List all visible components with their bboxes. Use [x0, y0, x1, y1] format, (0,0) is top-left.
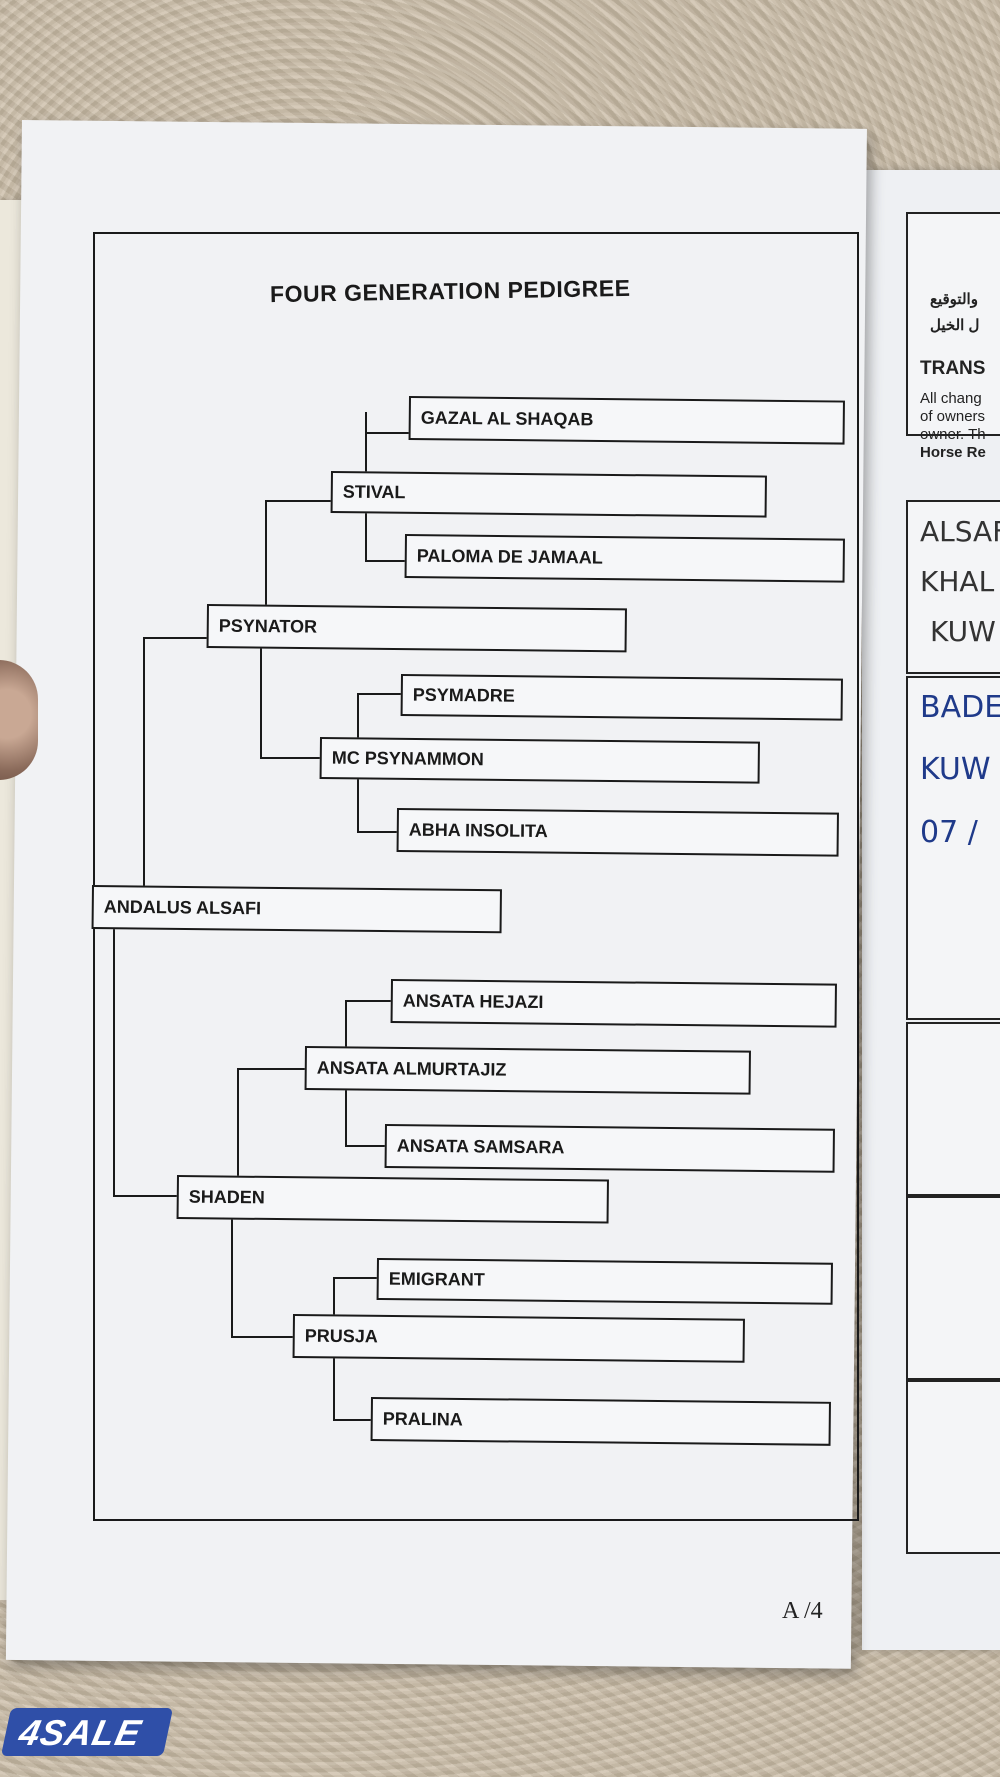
pedigree-box-sire-sire-sire: GAZAL AL SHAQAB	[408, 396, 845, 445]
pedigree-box-dam-sire-dam: ANSATA SAMSARA	[384, 1124, 835, 1173]
connector-horse-upper	[143, 637, 145, 892]
right-handwriting-5: KUW	[920, 752, 991, 787]
pedigree-box-dam: SHADEN	[176, 1175, 609, 1224]
connector-abha	[357, 831, 397, 833]
horse-name: PALOMA DE JAMAAL	[416, 545, 603, 568]
watermark-text: 4SALE	[15, 1712, 146, 1753]
pedigree-box-dam-dam-dam: PRALINA	[370, 1397, 831, 1446]
horse-name: ANDALUS ALSAFI	[103, 896, 262, 919]
right-heading: TRANS	[920, 358, 986, 379]
connector-shaden-lower	[231, 1203, 233, 1336]
pedigree-box-dam-sire-sire: ANSATA HEJAZI	[390, 979, 837, 1028]
connector-stival-lower	[365, 490, 367, 562]
connector-shaden-h	[113, 1195, 179, 1197]
pedigree-box-sire-dam-sire: PSYMADRE	[400, 674, 843, 721]
right-handwriting-4: BADE	[920, 690, 1000, 725]
connector-psymadre	[357, 693, 401, 695]
horse-name: EMIGRANT	[388, 1268, 485, 1290]
connector-emigrant	[333, 1277, 379, 1279]
pedigree-box-dam-sire: ANSATA ALMURTAJIZ	[304, 1046, 751, 1095]
pedigree-box-sire-dam: MC PSYNAMMON	[319, 737, 760, 784]
horse-name: SHADEN	[188, 1186, 265, 1208]
right-line2: of owners	[920, 408, 986, 425]
right-owner-box-3	[906, 1022, 1000, 1196]
connector-gazal	[365, 432, 411, 434]
pedigree-box-dam-dam-sire: EMIGRANT	[376, 1258, 833, 1305]
right-handwriting-1: ALSAF	[920, 515, 1000, 548]
pedigree-frame	[93, 232, 859, 1521]
horse-name: ABHA INSOLITA	[408, 819, 548, 842]
connector-prusja-h	[231, 1336, 295, 1338]
horse-name: ANSATA ALMURTAJIZ	[316, 1057, 507, 1080]
connector-hejazi	[345, 1000, 393, 1002]
right-arabic-line1: والتوقيع	[930, 291, 978, 308]
horse-name: PRALINA	[382, 1408, 463, 1430]
right-owner-box-5	[906, 1380, 1000, 1554]
thumb	[0, 660, 38, 780]
connector-shaden-upper	[237, 1068, 239, 1203]
connector-psynator-lower	[260, 628, 262, 758]
right-line3: owner. Th	[920, 426, 986, 443]
pedigree-box-dam-dam: PRUSJA	[292, 1314, 745, 1363]
right-line1: All chang	[920, 390, 982, 407]
connector-psynator-h	[143, 637, 209, 639]
horse-name: ANSATA HEJAZI	[402, 990, 544, 1013]
right-owner-box-2	[906, 676, 1000, 1020]
horse-name: GAZAL AL SHAQAB	[420, 407, 594, 430]
right-handwriting-3: KUW	[930, 615, 996, 648]
right-owner-box-4	[906, 1196, 1000, 1380]
pedigree-box-horse: ANDALUS ALSAFI	[91, 885, 502, 934]
horse-name: STIVAL	[342, 481, 406, 503]
connector-samsara	[345, 1145, 387, 1147]
pedigree-box-sire-sire: STIVAL	[330, 471, 767, 518]
pedigree-box-sire-sire-dam: PALOMA DE JAMAAL	[404, 534, 845, 583]
right-handwriting-2: KHAL	[920, 565, 995, 598]
connector-stival-h	[265, 500, 333, 502]
watermark-logo: 4SALE	[0, 1708, 174, 1756]
pedigree-box-sire: PSYNATOR	[206, 604, 627, 653]
connector-pralina	[333, 1419, 373, 1421]
horse-name: ANSATA SAMSARA	[396, 1135, 565, 1158]
right-transfer-box	[906, 212, 1000, 436]
right-arabic-line2: ل الخيل	[930, 317, 980, 334]
pedigree-box-sire-dam-dam: ABHA INSOLITA	[396, 808, 839, 857]
connector-almurtajiz-h	[237, 1068, 307, 1070]
connector-psynator-upper	[265, 500, 267, 628]
connector-paloma	[365, 560, 405, 562]
right-handwriting-6: 07 /	[920, 815, 978, 850]
horse-name: PSYNATOR	[218, 615, 318, 637]
horse-name: PRUSJA	[304, 1325, 378, 1347]
horse-name: PSYMADRE	[412, 684, 515, 706]
right-line4: Horse Re	[920, 444, 986, 461]
connector-horse-lower	[113, 905, 115, 1195]
connector-mcpsynammon-h	[260, 757, 322, 759]
connector-stival	[365, 412, 367, 490]
right-owner-box-1	[906, 500, 1000, 674]
horse-name: MC PSYNAMMON	[331, 747, 484, 770]
page-number: A /4	[782, 1598, 823, 1624]
